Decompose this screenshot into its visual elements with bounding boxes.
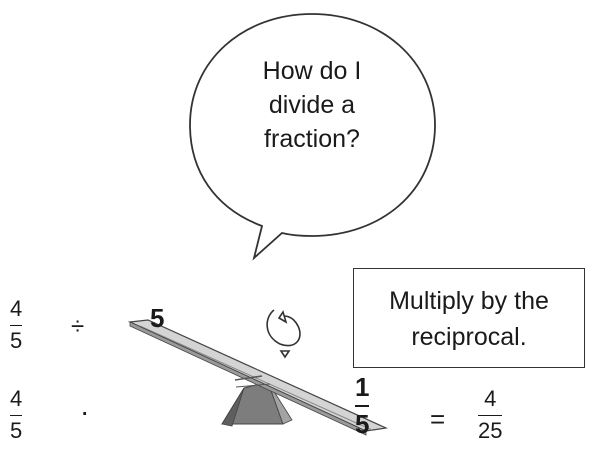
reciprocal-numerator: 1 — [355, 372, 370, 402]
reciprocal-denominator: 5 — [355, 409, 370, 439]
row2-denominator: 5 — [10, 418, 23, 443]
row1-numerator: 4 — [10, 296, 23, 321]
bubble-line-1: How do I — [262, 57, 362, 85]
divisor-value: 5 — [150, 303, 165, 333]
result-numerator: 4 — [484, 386, 497, 411]
row1-fraction: 4 5 — [10, 296, 23, 353]
bubble-line-2: divide a — [268, 91, 356, 119]
result-fraction: 4 25 — [478, 386, 503, 443]
fraction-bar — [355, 405, 370, 407]
rotate-arrow-icon — [266, 309, 301, 359]
speech-bubble-text: How do I divide a fraction? — [232, 54, 392, 156]
seesaw-board — [127, 319, 389, 436]
reciprocal-fraction: 1 5 — [355, 372, 370, 439]
row2-fraction: 4 5 — [10, 386, 23, 443]
fraction-bar — [10, 325, 23, 326]
row1-denominator: 5 — [10, 328, 23, 353]
row2-numerator: 4 — [10, 386, 23, 411]
divide-operator: ÷ — [71, 313, 85, 340]
tip-box: Multiply by the reciprocal. — [353, 268, 585, 368]
result-denominator: 25 — [478, 418, 503, 443]
fraction-bar — [478, 415, 503, 416]
multiply-operator: · — [80, 396, 90, 427]
equals-sign: = — [430, 404, 446, 434]
bubble-line-3: fraction? — [264, 125, 360, 153]
fraction-bar — [10, 415, 23, 416]
tip-line-1: Multiply by the — [389, 287, 549, 315]
tip-line-2: reciprocal. — [411, 323, 527, 351]
